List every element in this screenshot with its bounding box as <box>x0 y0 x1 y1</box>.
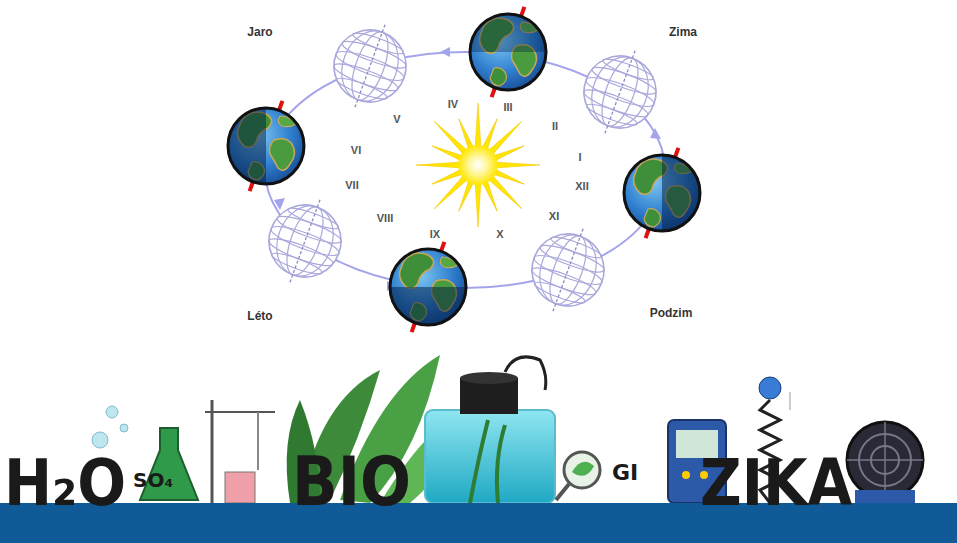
logo-text: H₂O <box>4 450 126 514</box>
month-numeral: XI <box>549 211 559 222</box>
season-label: Léto <box>247 310 272 322</box>
logo-text: SO₄ <box>133 470 173 490</box>
month-numeral: VII <box>345 180 358 191</box>
month-numeral: VIII <box>377 213 394 224</box>
earth-globe <box>624 148 700 238</box>
orbit-arrow <box>440 47 450 57</box>
wire-globe <box>571 38 669 145</box>
wire-globe <box>519 216 617 323</box>
orbit-arrow <box>650 128 661 139</box>
month-numeral: VI <box>351 145 361 156</box>
month-numeral: X <box>496 229 503 240</box>
wire-globe <box>321 12 419 119</box>
orbit-arrow <box>274 198 285 210</box>
month-numeral: XII <box>575 181 588 192</box>
month-numeral: I <box>578 152 581 163</box>
month-numeral: IV <box>448 99 458 110</box>
sun <box>416 103 540 227</box>
month-numeral: IX <box>430 229 440 240</box>
earth-globe <box>390 242 466 332</box>
season-label: Jaro <box>247 26 272 38</box>
earth-globe <box>470 7 546 97</box>
logo-text: ZIKA <box>700 450 852 514</box>
earth-globe <box>228 101 304 191</box>
month-numeral: V <box>393 114 400 125</box>
month-numeral: II <box>552 121 558 132</box>
logo-text: GI <box>612 462 638 484</box>
season-label: Zima <box>669 26 697 38</box>
season-label: Podzim <box>650 307 693 319</box>
wire-globe <box>256 187 354 294</box>
logo-text: BIO <box>292 448 411 515</box>
month-numeral: III <box>503 102 512 113</box>
